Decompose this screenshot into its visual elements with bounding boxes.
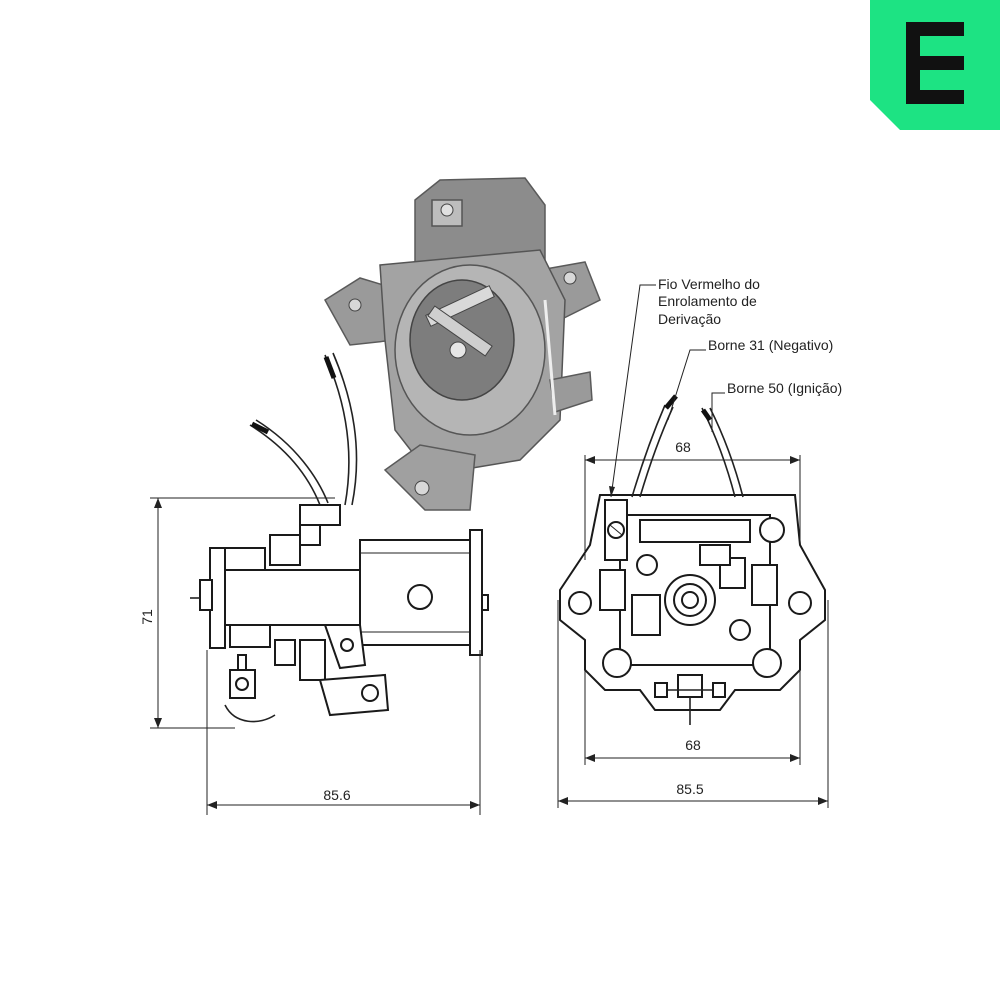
dimension-height-71: 71 (139, 609, 155, 625)
dimension-overall-width-85-5: 85.5 (676, 781, 703, 797)
dimension-top-width-68: 68 (675, 439, 691, 455)
solenoid-switch-photo (323, 177, 601, 511)
label-red-wire-line3: Derivação (658, 311, 721, 327)
label-red-wire-line1: Fio Vermelho do (658, 276, 760, 292)
dimension-bottom-width-68: 68 (685, 737, 701, 753)
dimension-length-85-6: 85.6 (323, 787, 350, 803)
brand-logo: E (870, 0, 1000, 130)
label-red-wire-line2: Enrolamento de (658, 293, 757, 309)
label-terminal-31: Borne 31 (Negativo) (708, 337, 833, 353)
front-view-drawing: Fio Vermelho do Enrolamento de Derivação… (557, 276, 842, 808)
logo-e-icon (906, 22, 964, 104)
label-terminal-50: Borne 50 (Ignição) (727, 380, 842, 396)
side-view-drawing: 71 85.6 (139, 352, 489, 815)
